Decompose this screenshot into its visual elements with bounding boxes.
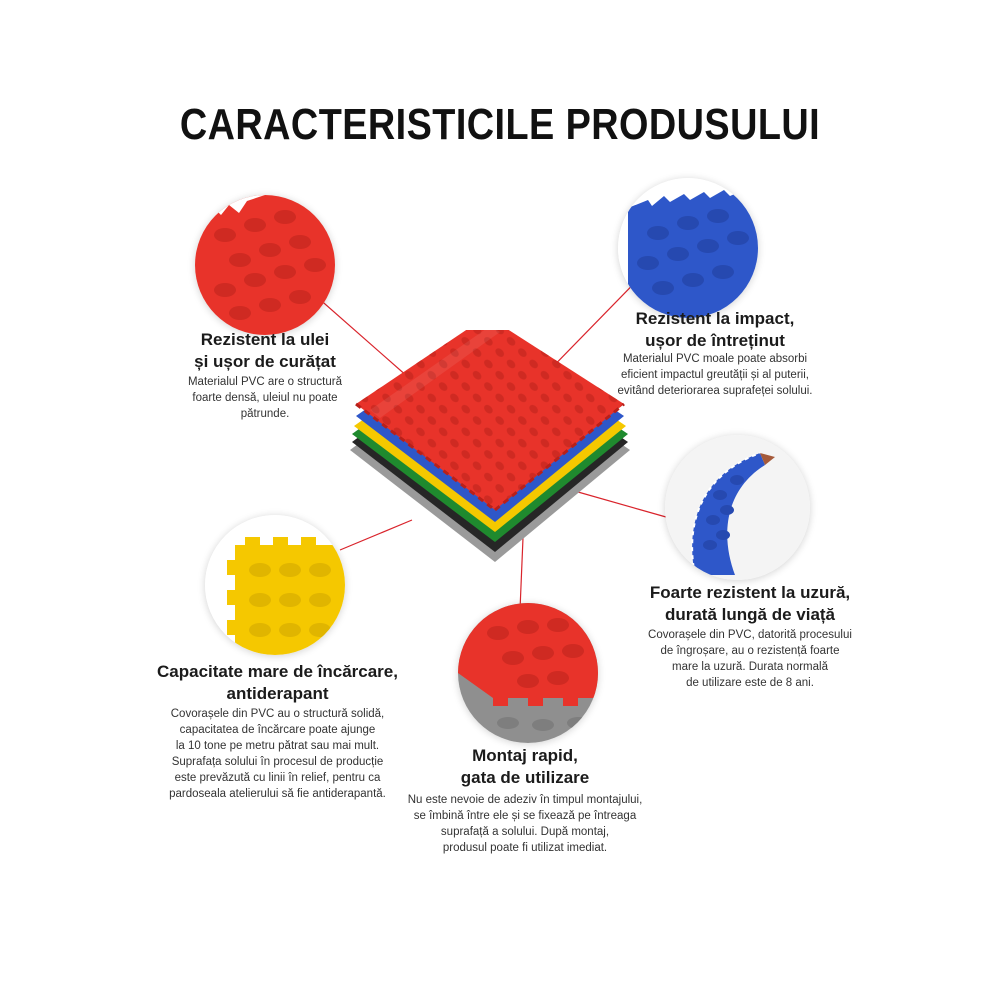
feature-heading-load: Capacitate mare de încărcare, antiderapa… xyxy=(157,662,398,703)
page-title: CARACTERISTICILE PRODUSULUI xyxy=(179,100,821,149)
feature-text-install: Nu este nevoie de adeziv în timpul monta… xyxy=(407,794,643,854)
yellow-tile-closeup xyxy=(205,515,345,655)
connector-line-load xyxy=(339,519,413,551)
feature-heading-impact: Rezistent la impact, ușor de întreținut xyxy=(635,309,795,350)
blue-tile-closeup xyxy=(618,178,758,318)
feature-heading-oil: Rezistent la ulei și ușor de curățat xyxy=(194,330,336,371)
feature-text-load: Covorașele din PVC au o structură solidă… xyxy=(169,708,386,800)
feature-text-wear: Covorașele din PVC, datorită procesului … xyxy=(648,629,852,689)
connector-line-wear xyxy=(570,489,667,518)
feature-heading-install: Montaj rapid, gata de utilizare xyxy=(460,746,590,787)
tile-stack-illustration xyxy=(350,330,630,562)
red-tile-closeup xyxy=(195,195,335,335)
red-grey-tile-closeup xyxy=(458,603,598,743)
flexible-tile-closeup xyxy=(665,435,810,580)
feature-heading-wear: Foarte rezistent la uzură, durată lungă … xyxy=(649,583,851,624)
feature-text-impact: Materialul PVC moale poate absorbi efici… xyxy=(617,353,813,397)
feature-text-oil: Materialul PVC are o structură foarte de… xyxy=(187,376,343,420)
connector-line-install xyxy=(519,537,524,611)
